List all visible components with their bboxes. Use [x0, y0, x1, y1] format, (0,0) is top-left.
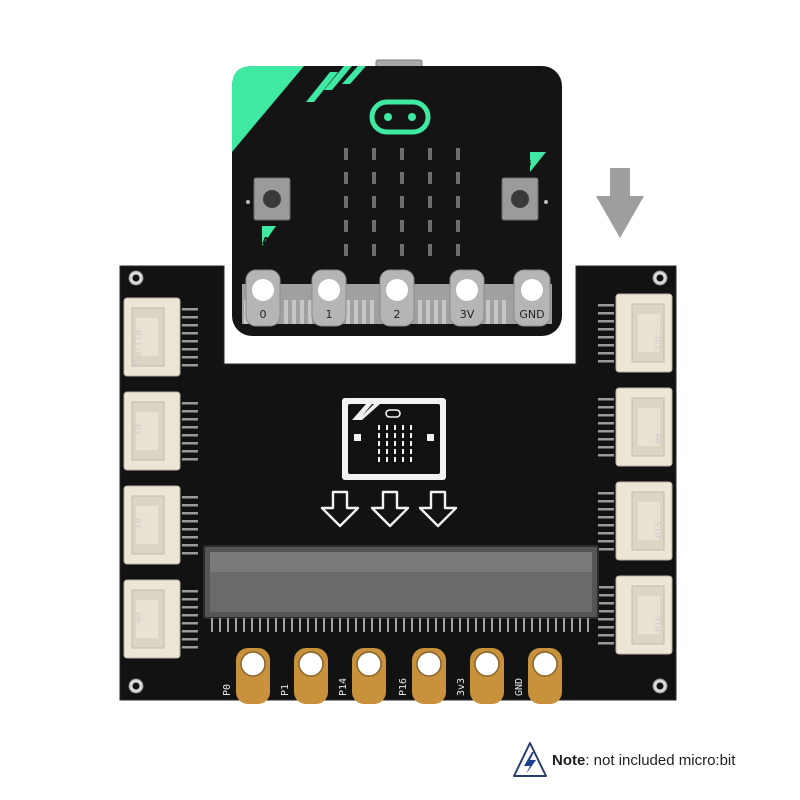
board-pad-label: GND [514, 678, 525, 696]
right-port-label: P15 [655, 522, 665, 538]
left-port-labels: P11/P12 P2 P1 P0 [131, 330, 141, 623]
right-port-label: P16 [655, 616, 665, 632]
led-matrix [344, 148, 460, 256]
board-pad[interactable] [470, 648, 504, 704]
right-port-label: I2C [655, 334, 665, 350]
right-connector[interactable] [615, 387, 673, 467]
board-pad-label: P0 [222, 684, 233, 696]
warning-lightning-icon [513, 742, 547, 777]
board-pad-labels: P0 P1 P14 P16 3v3 GND [222, 678, 525, 696]
microbit-pad[interactable] [449, 269, 485, 327]
right-port-label: P8 [655, 433, 665, 444]
board-pad[interactable] [294, 648, 328, 704]
microbit-pad[interactable] [513, 269, 551, 327]
button-b[interactable] [501, 177, 548, 221]
down-arrow-icon [596, 168, 644, 238]
left-port-label: P1 [131, 518, 141, 529]
right-connector[interactable] [615, 575, 673, 655]
right-port-labels: I2C P8 P15 P16 [655, 334, 665, 632]
board-pad-label: P14 [338, 678, 349, 696]
board-pad-label: P16 [398, 678, 409, 696]
microbit-pad-labels: 0 1 2 3V GND [260, 308, 545, 321]
button-b-label: B [524, 158, 532, 169]
insert-arrows [320, 490, 458, 528]
board-pad[interactable] [236, 648, 270, 704]
left-port-label: P0 [131, 612, 141, 623]
note-message: : not included micro:bit [585, 752, 736, 769]
edge-slot [203, 545, 599, 632]
slot-pins [211, 618, 589, 632]
board-gold-pads [236, 648, 562, 704]
board-pad-label: P1 [280, 684, 291, 696]
microbit-pad[interactable] [311, 269, 347, 327]
microbit-pad-label: 2 [394, 308, 401, 321]
board-pad[interactable] [528, 648, 562, 704]
microbit-silkscreen-icon [342, 398, 446, 480]
down-arrow-outline-icon [320, 490, 360, 528]
down-arrow-outline-icon [418, 490, 458, 528]
board-pad[interactable] [352, 648, 386, 704]
microbit-pad-label: GND [519, 308, 544, 321]
left-port-label: P11/P12 [131, 330, 141, 368]
microbit-logo-icon [369, 99, 431, 135]
left-port-label: P2 [131, 424, 141, 435]
right-connector[interactable] [615, 293, 673, 373]
microbit-pad[interactable] [379, 269, 415, 327]
microbit: A B 0 1 2 3V GND [232, 59, 562, 336]
down-arrow-outline-icon [370, 490, 410, 528]
note: Note: not included micro:bit [512, 738, 792, 786]
board-pad-label: 3v3 [456, 678, 467, 696]
note-label: Note [552, 752, 586, 769]
button-a[interactable] [246, 177, 291, 221]
right-connector[interactable] [615, 481, 673, 561]
board-pad[interactable] [412, 648, 446, 704]
expansion-board: P11/P12 P2 P1 P0 I2C P8 P15 P16 [119, 265, 677, 704]
microbit-pad[interactable] [245, 269, 281, 327]
microbit-pad-label: 1 [326, 308, 333, 321]
note-text: Note: not included micro:bit [552, 752, 735, 769]
microbit-pads [245, 269, 551, 327]
mounting-holes [128, 270, 668, 694]
microbit-pad-label: 0 [260, 308, 267, 321]
microbit-pad-label: 3V [460, 308, 475, 321]
button-a-label: A [262, 236, 270, 247]
